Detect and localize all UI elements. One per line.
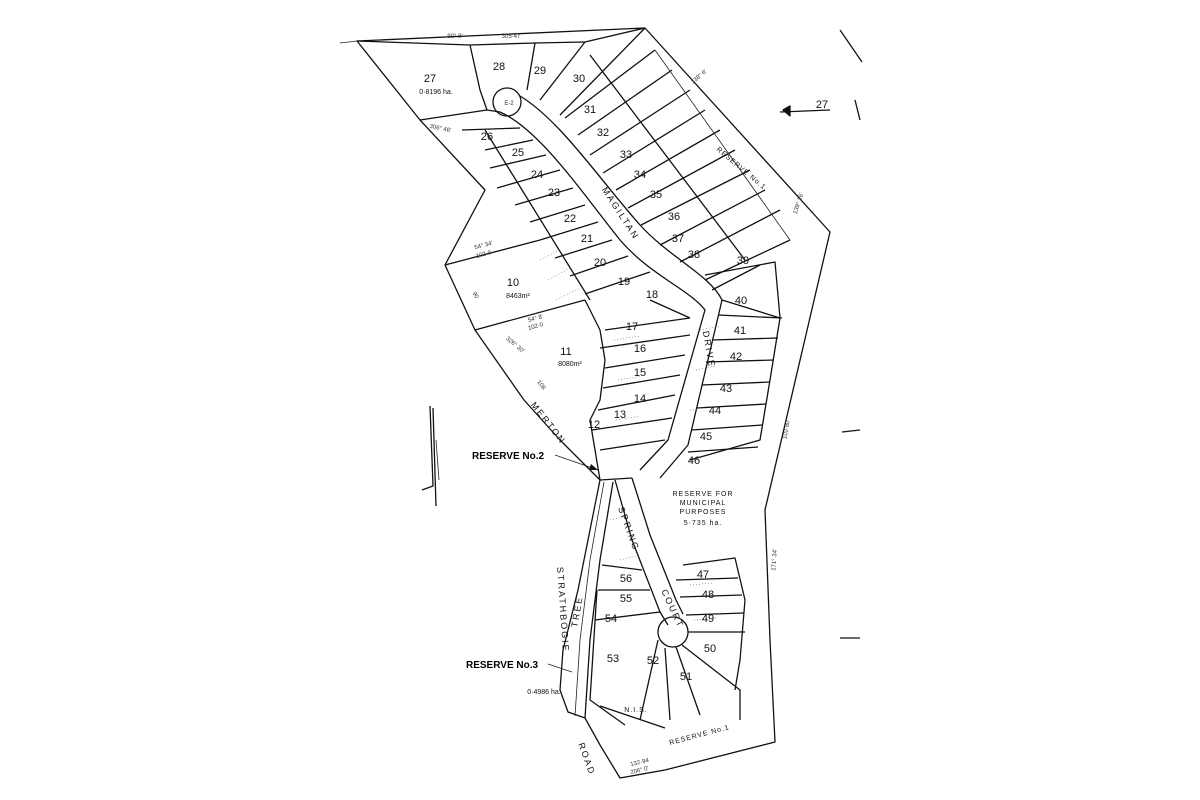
lot-41-number: 41 [734,325,746,337]
lot-36-number: 36 [668,211,680,223]
municipal-reserve-line1: RESERVE FOR [672,491,733,498]
lot10-west-length: 90 [471,291,480,300]
lot-38-number: 38 [688,249,700,261]
north-arrow-icon [421,405,440,507]
lot-15-number: 15 [634,367,646,379]
lot-32-number: 32 [597,127,609,139]
merton-length: 108 [535,380,546,392]
municipal-reserve-line2: MUNICIPAL [680,500,727,507]
court-label: COURT [659,588,686,630]
east-bearing-b: 139° 16' [793,192,805,215]
lot-45-number: 45 [700,431,712,443]
lot-55-number: 55 [620,593,632,605]
east-bearing-a: 138° 6' [690,69,708,86]
lot-39-number: 39 [737,255,749,267]
merton-label: MERTON [529,400,568,446]
reserve-no2-callout: RESERVE No.2 [472,451,544,462]
magilton-drive-road [499,111,706,471]
adjoining-land-fragments: 27 [779,29,863,639]
lot-34-number: 34 [634,169,646,181]
lot-25-number: 25 [512,147,524,159]
lot10-bottom-bearing: 54° 8' [528,314,544,324]
top-bearing: 90° 8' [447,34,462,40]
lot-27-area: 0·8196 ha. [419,89,453,96]
lot-12-number: 12 [588,419,600,431]
lot-54-number: 54 [605,613,617,625]
lot-23-number: 23 [548,187,560,199]
top-length: 305·47 [502,34,521,40]
spring-court-road [614,479,669,626]
east-bearing-c: 171° 34' [771,549,779,571]
reserve-callouts: RESERVE No.2 RESERVE No.3 [466,451,599,673]
reserve-no3-callout: RESERVE No.3 [466,660,538,671]
lot-29-number: 29 [534,65,546,77]
lot-49-number: 49 [702,613,714,625]
lot-51-number: 51 [680,671,692,683]
svg-text:E-2: E-2 [504,101,514,107]
lot-31-number: 31 [584,104,596,116]
lot-52-number: 52 [647,655,659,667]
lot-21-number: 21 [581,233,593,245]
road-label: ROAD [576,741,597,776]
lot-47-number: 47 [697,569,709,581]
magilton-cul-de-sac [492,87,522,117]
west-bearing-a: 306° 46' [429,124,452,134]
lot-40-number: 40 [735,295,747,307]
lot-27-number: 27 [424,73,436,85]
drive-label: DRIVE [701,330,717,369]
municipal-reserve-area: 5·735 ha. [684,520,723,527]
lot10-bottom-length: 102·0 [528,322,545,332]
lot-42-number: 42 [730,351,742,363]
lot-numbers: 10 8463m² 11 8080m² 12 13 14 15 16 17 18… [419,61,749,683]
lot-18-number: 18 [646,289,658,301]
lot10-top-length: 102·0 [476,250,493,260]
adjoining-lot-number: 27 [816,99,828,111]
lot-13-number: 13 [614,409,626,421]
lot-44-number: 44 [709,405,721,417]
spring-label: SPRING [616,505,641,552]
lot-11-area: 8080m² [558,361,582,368]
lot-30-number: 30 [573,73,585,85]
nis-label: N.I.S. [624,707,648,714]
lot-28-number: 28 [493,61,505,73]
lot-46-number: 46 [688,455,700,467]
lot-37-number: 37 [672,233,684,245]
lot10-top-bearing: 54° 34' [474,241,493,252]
lot-48-number: 48 [702,589,714,601]
dimension-annotations [539,249,721,621]
lot-22-number: 22 [564,213,576,225]
lot-11-number: 11 [560,346,571,358]
south-length-a: 132·94 [630,758,650,769]
strathbogie-label: STRATHBOGIE [555,567,571,653]
reserve-no3-area: 0·4986 ha. [527,689,561,696]
lot-14-number: 14 [634,393,646,405]
magilton-label: MAGILTAN [600,185,641,241]
lot-10-area: 8463m² [506,293,530,300]
lot-56-number: 56 [620,573,632,585]
lot-17-number: 17 [626,321,638,333]
road-names: MAGILTAN DRIVE MERTON SPRING COURT STRAT… [529,185,717,776]
south-bearing-b: 206° 0' [630,766,649,776]
lot-26-number: 26 [481,131,493,143]
lot-24-number: 24 [531,169,543,181]
lot-33-number: 33 [620,149,632,161]
lot-19-number: 19 [618,276,630,288]
lot-16-number: 16 [634,343,646,355]
strathbogie-road-reserve [584,481,614,719]
lot-lines-south [589,557,746,729]
outer-boundary [356,27,831,779]
west-bearing-b: 326° 30' [504,336,525,355]
lot-53-number: 53 [607,653,619,665]
lot-35-number: 35 [650,189,662,201]
lot-43-number: 43 [720,383,732,395]
reserve-no1-south-label: RESERVE No.1 [669,724,731,747]
lot-lines-north [356,27,791,481]
lot-50-number: 50 [704,643,716,655]
municipal-reserve-line3: PURPOSES [680,509,727,516]
lot-20-number: 20 [594,257,606,269]
lot-10-number: 10 [507,277,519,289]
east-length-d: 102·80 [782,419,791,439]
